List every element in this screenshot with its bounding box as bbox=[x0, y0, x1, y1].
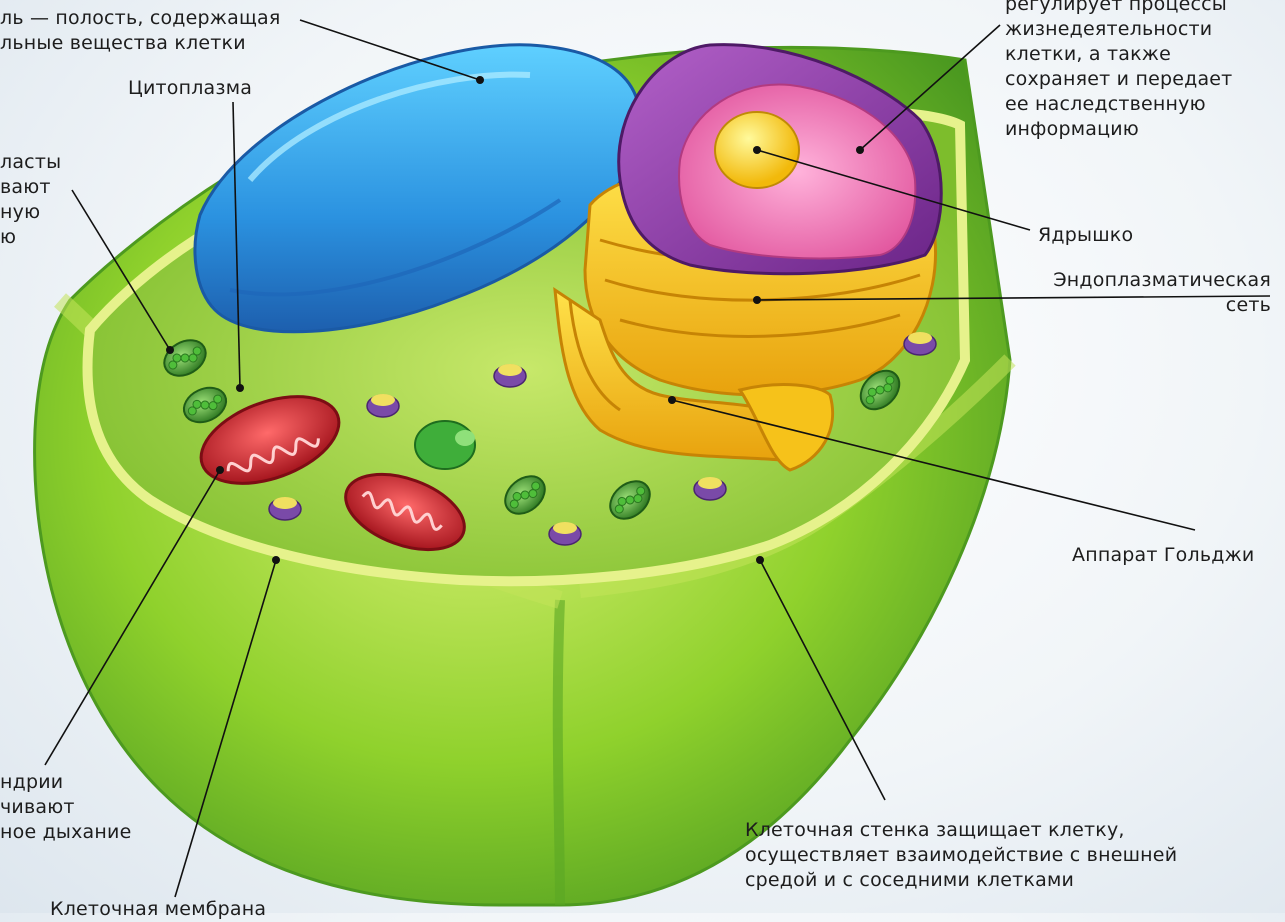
green-vesicle bbox=[415, 421, 475, 469]
leader-cell-wall-dot bbox=[756, 556, 764, 564]
small-vesicle bbox=[694, 477, 726, 500]
small-vesicle bbox=[494, 364, 526, 387]
leader-mitochondria-dot bbox=[216, 466, 224, 474]
label-er: Эндоплазматическая сеть bbox=[1053, 268, 1271, 318]
leader-cytoplasm-dot bbox=[236, 384, 244, 392]
leader-nucleolus-dot bbox=[753, 146, 761, 154]
leader-chloroplasts-dot bbox=[166, 346, 174, 354]
leader-er-dot bbox=[753, 296, 761, 304]
label-cytoplasm: Цитоплазма bbox=[128, 76, 252, 101]
small-vesicle bbox=[904, 332, 936, 355]
leader-cell-membrane-dot bbox=[272, 556, 280, 564]
small-vesicle bbox=[549, 522, 581, 545]
small-vesicle bbox=[269, 497, 301, 520]
label-nucleus: регулирует процессы жизнедеятельности кл… bbox=[1005, 0, 1232, 142]
label-mitochondria: ндрии чивают ное дыхание bbox=[0, 770, 131, 845]
label-golgi: Аппарат Гольджи bbox=[1072, 543, 1254, 568]
label-cell-membrane: Клеточная мембрана bbox=[50, 897, 266, 922]
label-chloroplasts: ласты вают ную ю bbox=[0, 150, 61, 250]
leader-nucleus-dot bbox=[856, 146, 864, 154]
label-nucleolus: Ядрышко bbox=[1038, 223, 1133, 248]
leader-vacuole-dot bbox=[476, 76, 484, 84]
small-vesicle bbox=[367, 394, 399, 417]
cell-wall-seam bbox=[558, 600, 560, 905]
label-vacuole: ль — полость, содержащая льные вещества … bbox=[0, 6, 281, 56]
label-cell-wall: Клеточная стенка защищает клетку, осущес… bbox=[745, 818, 1177, 893]
leader-golgi-dot bbox=[668, 396, 676, 404]
